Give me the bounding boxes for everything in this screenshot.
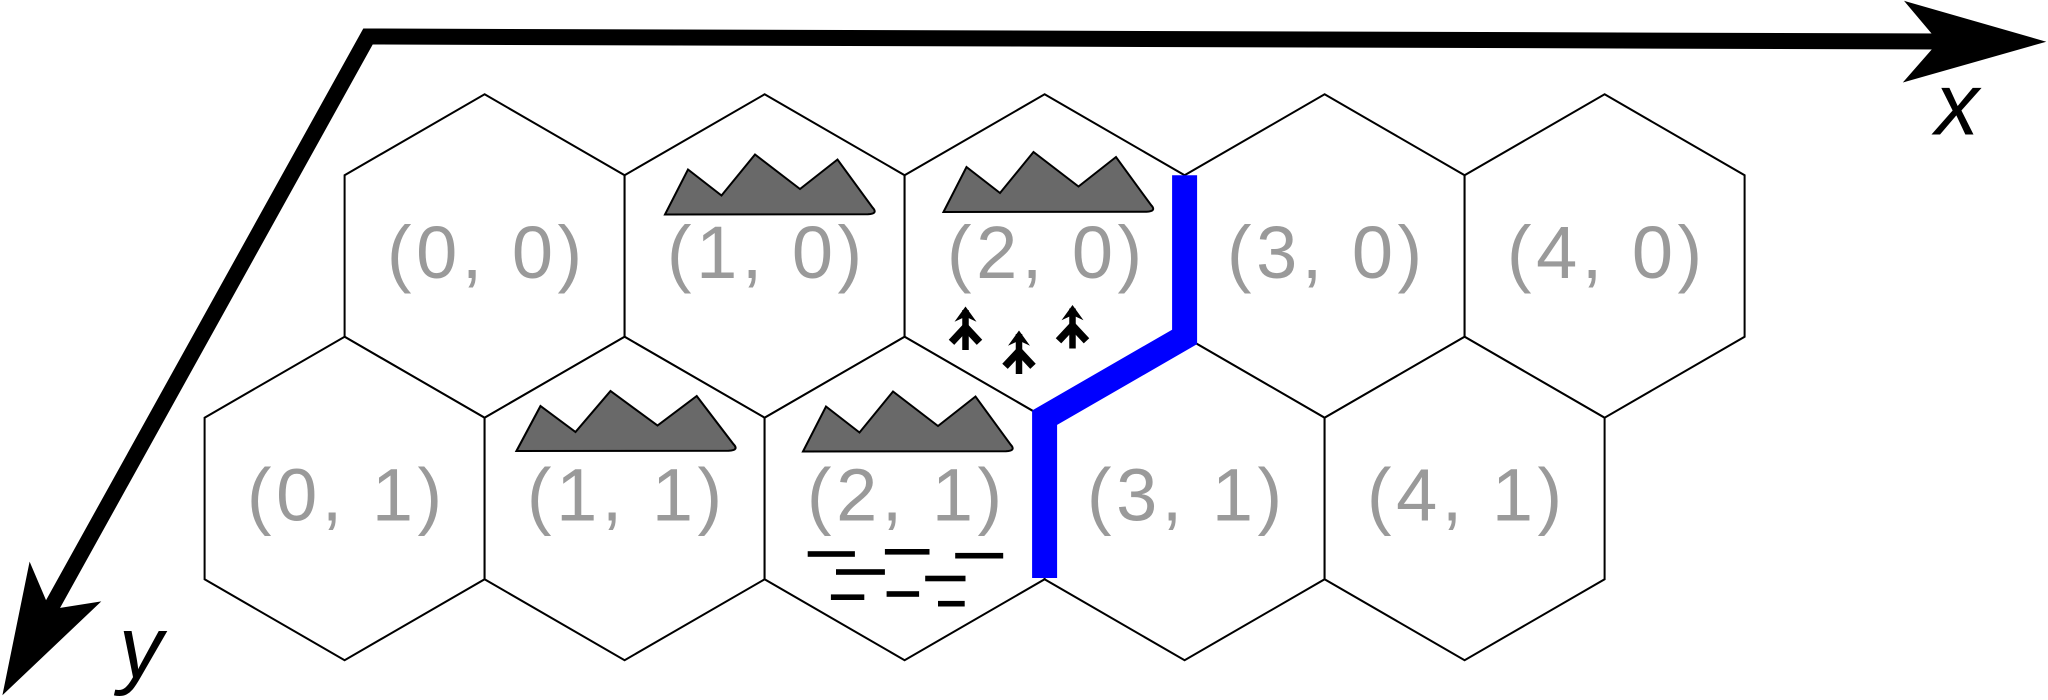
svg-text:y: y: [114, 598, 168, 697]
svg-text:(1, 0): (1, 0): [667, 211, 867, 294]
svg-text:(3, 0): (3, 0): [1227, 211, 1427, 294]
svg-text:(0, 1): (0, 1): [247, 454, 447, 537]
svg-text:(1, 1): (1, 1): [527, 454, 727, 537]
svg-text:(2, 0): (2, 0): [947, 211, 1147, 294]
svg-text:(0, 0): (0, 0): [387, 211, 587, 294]
svg-text:(4, 1): (4, 1): [1367, 454, 1567, 537]
svg-text:(3, 1): (3, 1): [1087, 454, 1287, 537]
svg-text:x: x: [1931, 54, 1982, 153]
svg-text:(4, 0): (4, 0): [1507, 211, 1707, 294]
svg-text:(2, 1): (2, 1): [807, 454, 1007, 537]
